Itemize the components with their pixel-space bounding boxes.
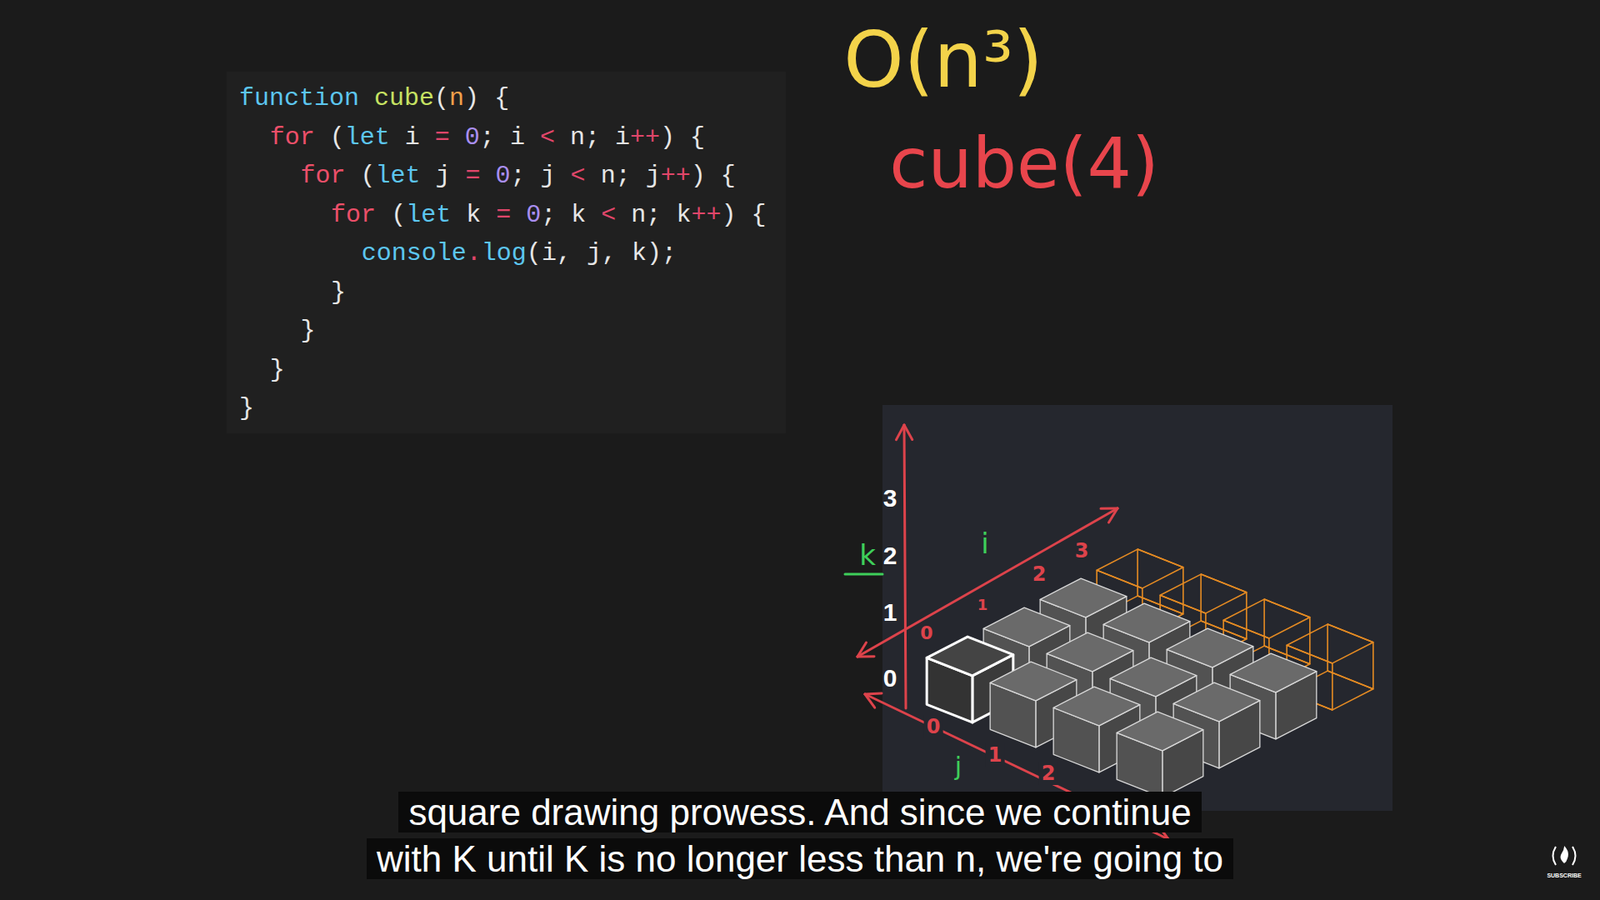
arrow-head	[865, 694, 875, 708]
arrow-head	[857, 655, 875, 658]
code-panel: function cube(n) {for (let i = 0; i < n;…	[226, 71, 786, 434]
cube-face	[1173, 682, 1260, 722]
code-line: for (let j = 0; j < n; j++) {	[226, 156, 786, 196]
arrow-head	[904, 425, 913, 440]
cube-face	[926, 636, 1014, 676]
axis-name: j	[955, 754, 962, 780]
axis-number: 3	[1075, 540, 1090, 561]
axis-name: k	[859, 540, 876, 570]
cube-face	[1166, 628, 1254, 668]
logo-caption: SUBSCRIBE	[1546, 872, 1581, 879]
logo	[1553, 845, 1576, 865]
complexity-note: O(n³)	[843, 22, 1043, 100]
call-note: cube(4)	[889, 128, 1159, 199]
wireframe-cube	[1327, 624, 1374, 690]
axis-number: 1	[883, 600, 898, 625]
subtitle: square drawing prowess. And since we con…	[258, 789, 1342, 883]
axis-underline	[845, 573, 883, 576]
code-line: for (let k = 0; k < n; k++) {	[226, 195, 786, 235]
axis-number: 0	[920, 624, 933, 643]
illustration-panel	[882, 405, 1393, 811]
arrow-head	[896, 425, 905, 440]
logo-mark	[1572, 846, 1576, 865]
cube-face	[1116, 711, 1204, 751]
cube-face	[1230, 653, 1317, 693]
code-line: for (let i = 0; i < n; i++) {	[226, 118, 786, 158]
code-line: }	[226, 311, 786, 351]
code-line: console.log(i, j, k);	[226, 234, 786, 274]
cube-face	[1103, 603, 1190, 643]
logo-flame	[1560, 845, 1569, 864]
code-line: }	[226, 273, 786, 313]
cube-face	[983, 607, 1070, 647]
code-line: function cube(n) {	[226, 79, 786, 119]
code-line: }	[226, 350, 786, 390]
arrow-head	[865, 693, 882, 695]
axis-number: 2	[1039, 761, 1059, 785]
wireframe-cube	[1286, 624, 1374, 664]
axis-name: i	[980, 529, 989, 558]
axis-number: 1	[977, 597, 989, 613]
axis-number: 0	[924, 715, 944, 739]
wireframe-cube	[1223, 599, 1310, 639]
cube-face	[1046, 632, 1134, 672]
code-line: }	[226, 389, 786, 429]
cube-face	[1040, 578, 1127, 618]
axis-number: 0	[883, 665, 898, 691]
arrow-head	[1100, 507, 1118, 510]
cube-face	[1053, 686, 1140, 726]
axis-number: 3	[883, 485, 898, 511]
logo-mark	[1553, 846, 1557, 865]
arrow-head	[1109, 508, 1118, 523]
axis-line	[904, 425, 906, 709]
axis-number: 1	[985, 743, 1005, 767]
cube-face	[1110, 657, 1197, 697]
axis-number: 2	[883, 543, 898, 569]
axis-number: 2	[1032, 564, 1047, 585]
wireframe-cube	[1096, 549, 1184, 589]
cube-face	[990, 661, 1077, 701]
arrow-head	[857, 642, 866, 657]
wireframe-cube	[1160, 574, 1247, 614]
subtitle-text: square drawing prowess. And since we con…	[366, 791, 1234, 880]
